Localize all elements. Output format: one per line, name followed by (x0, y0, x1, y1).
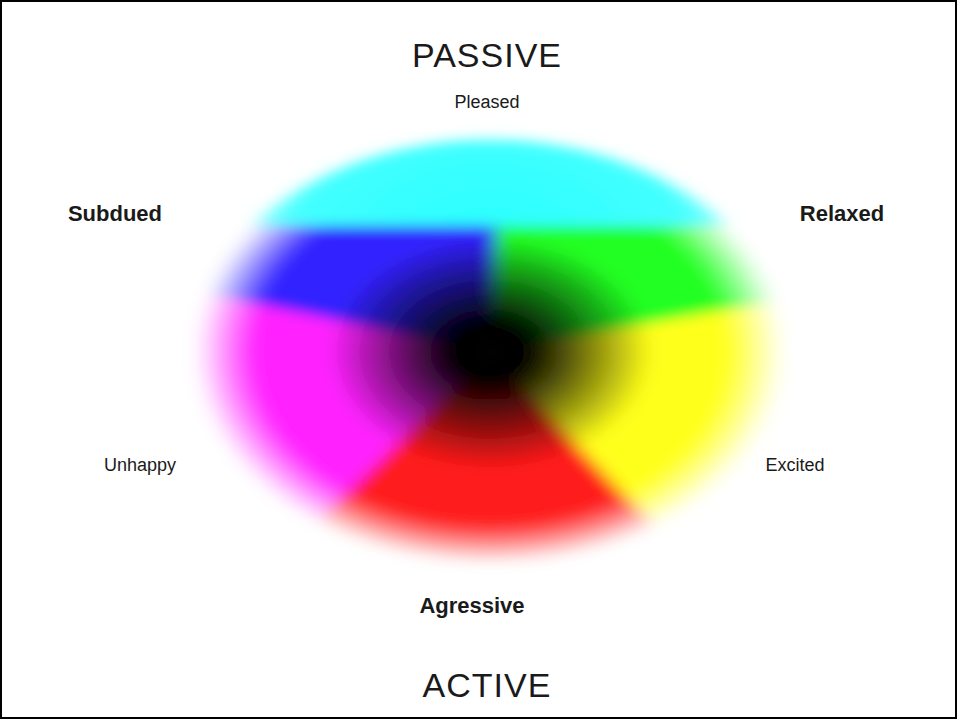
axis-title: PASSIVE (412, 37, 562, 74)
mood-label: Agressive (419, 594, 524, 618)
color-wheel (18, 12, 959, 692)
mood-label: Excited (765, 456, 824, 476)
axis-title: ACTIVE (423, 667, 552, 704)
mood-label: Pleased (454, 93, 519, 113)
cyan-band (175, 125, 805, 226)
mood-label: Subdued (68, 202, 162, 226)
mood-label: Relaxed (800, 202, 884, 226)
mood-label: Unhappy (104, 456, 176, 476)
